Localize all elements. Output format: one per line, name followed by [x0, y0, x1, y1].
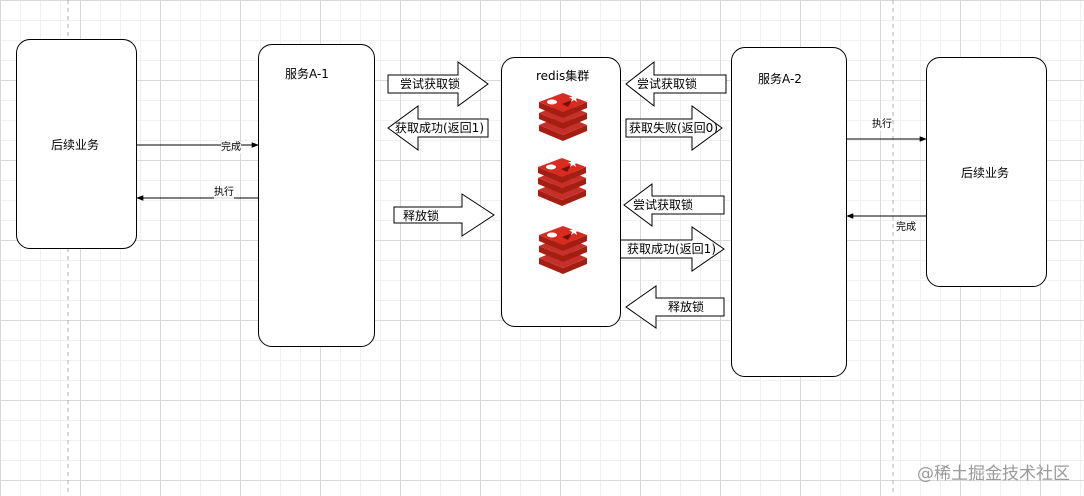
arrow-lock-fail-right: [625, 105, 723, 151]
service-a1-label: 服务A-1: [285, 67, 329, 81]
arrow-label-lock-fail-right: 获取失败(返回0): [629, 121, 718, 135]
edge-label-right-execute: 执行: [872, 119, 892, 131]
redis-icon: [539, 226, 587, 274]
arrow-try-lock-left: [387, 61, 489, 107]
arrow-label-try-lock-right-2: 尝试获取锁: [633, 198, 694, 212]
arrow-label-release-lock-left: 释放锁: [403, 209, 440, 223]
redis-icon: [538, 158, 586, 206]
watermark-text: @稀土掘金技术社区: [917, 464, 1070, 484]
service-a2-label: 服务A-2: [758, 72, 802, 86]
edge-label-right-complete: 完成: [896, 222, 916, 234]
arrow-try-lock-right-1: [625, 60, 727, 108]
left-business-label: 后续业务: [51, 138, 100, 152]
service-a1-node[interactable]: [258, 44, 375, 347]
left-business-node[interactable]: [16, 39, 137, 249]
arrow-label-try-lock-left: 尝试获取锁: [400, 77, 461, 91]
edge-label-left-execute: 执行: [214, 187, 234, 199]
service-a2-node[interactable]: [731, 47, 847, 377]
redis-icon: [539, 93, 587, 141]
arrow-label-release-lock-right: 释放锁: [668, 300, 705, 314]
arrow-try-lock-right-2: [623, 183, 725, 227]
right-business-label: 后续业务: [961, 166, 1010, 180]
redis-cluster-label: redis集群: [536, 69, 590, 83]
right-business-node[interactable]: [926, 57, 1047, 287]
arrow-label-lock-success-right: 获取成功(返回1): [627, 242, 716, 256]
arrow-lock-success-left: [387, 105, 489, 151]
edge-label-left-complete: 完成: [221, 142, 241, 154]
arrow-label-try-lock-right-1: 尝试获取锁: [637, 77, 698, 91]
arrow-lock-success-right: [619, 226, 725, 272]
arrow-release-lock-right: [625, 285, 725, 329]
arrow-release-lock-left: [393, 193, 495, 237]
arrow-label-lock-success-left: 获取成功(返回1): [395, 121, 484, 135]
